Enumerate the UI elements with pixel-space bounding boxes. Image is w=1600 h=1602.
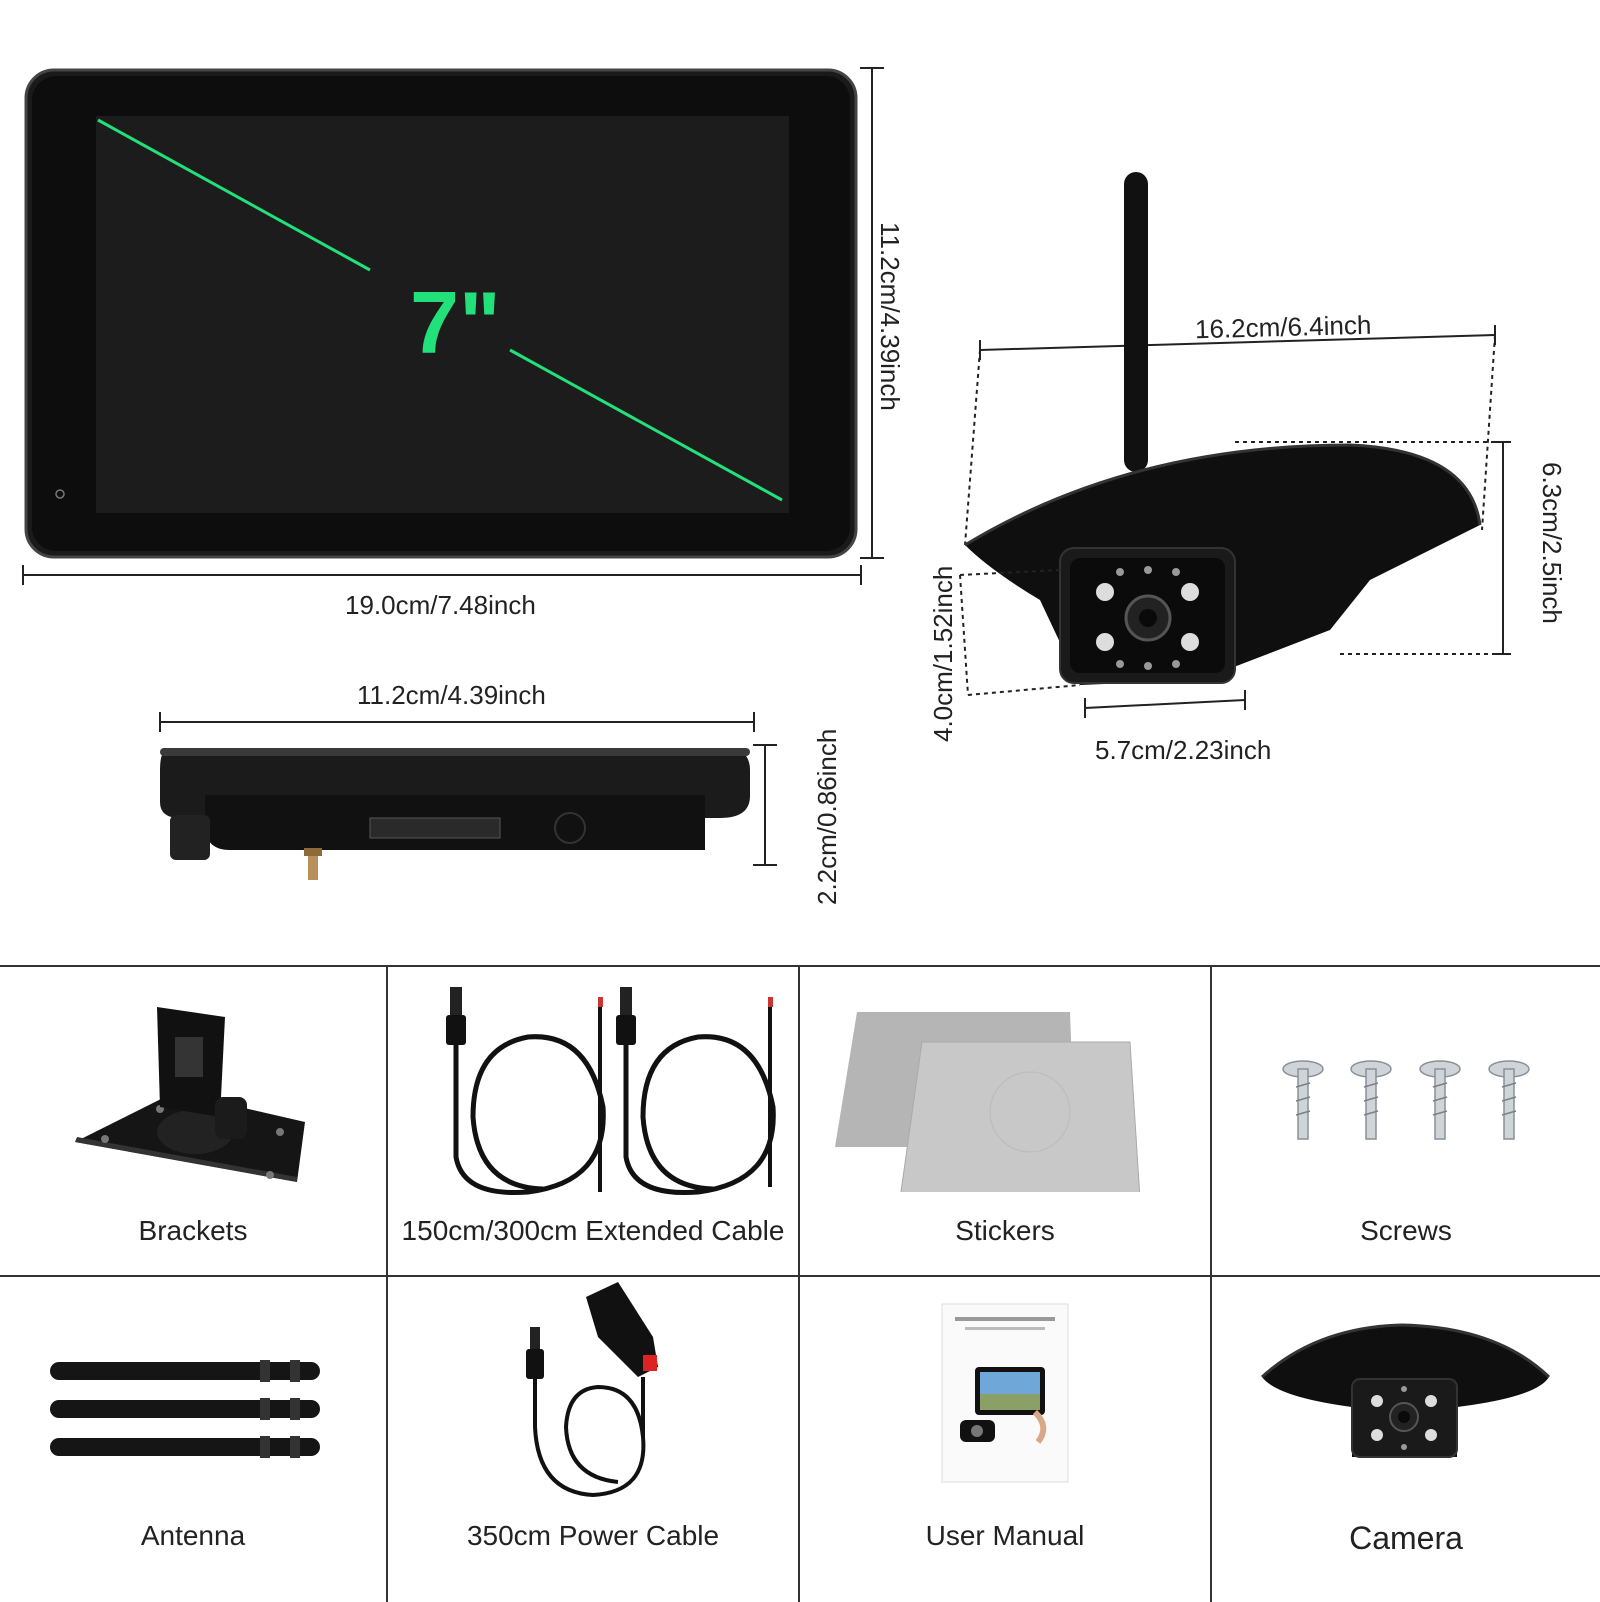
manual-icon [941, 1303, 1069, 1483]
accessory-extended-cable: 150cm/300cm Extended Cable [388, 967, 800, 1275]
monitor-side-image [159, 712, 777, 880]
product-dimensions: 7" 19.0cm/7.48inch 11.2cm/4.39inch 11.2c… [22, 67, 1567, 905]
extension-cable-icon [446, 987, 776, 1196]
accessory-screws: Screws [1212, 967, 1600, 1275]
power-cable-icon [526, 1282, 658, 1498]
monitor-side-width-label: 11.2cm/4.39inch [357, 680, 546, 710]
accessory-label: Brackets [138, 1215, 248, 1246]
monitor-depth-label: 2.2cm/0.86inch [812, 728, 842, 905]
accessory-label: Antenna [140, 1520, 246, 1551]
accessory-label: User Manual [925, 1520, 1085, 1551]
accessory-antenna: Antenna [0, 1277, 388, 1602]
camera-icon [1260, 1323, 1551, 1458]
camera-lens-height-label: 4.0cm/1.52inch [928, 565, 958, 742]
camera-lens-width-label: 5.7cm/2.23inch [1095, 735, 1272, 765]
screw-icon [1282, 1060, 1530, 1140]
camera-width-label: 16.2cm/6.4inch [1194, 309, 1372, 345]
accessory-camera: Camera [1212, 1277, 1600, 1602]
accessories-grid: Brackets 150cm/300cm Extended Cable Stic… [0, 965, 1600, 1602]
grid-row-divider [0, 1275, 1600, 1277]
camera-height-label: 6.3cm/2.5inch [1537, 462, 1567, 624]
monitor-screen-size: 7" [410, 273, 501, 372]
accessory-brackets: Brackets [0, 967, 388, 1275]
accessory-label: Camera [1349, 1520, 1463, 1556]
accessory-label: Stickers [955, 1215, 1055, 1246]
camera-image [959, 172, 1511, 718]
bracket-icon [75, 1007, 305, 1182]
monitor-width-dimension-line [22, 565, 862, 585]
antenna-icon [50, 1360, 320, 1458]
monitor-front-image [24, 67, 884, 559]
monitor-height-label: 11.2cm/4.39inch [875, 222, 905, 411]
accessory-power-cable: 350cm Power Cable [388, 1277, 800, 1602]
accessory-label: Screws [1360, 1215, 1452, 1246]
accessory-label: 350cm Power Cable [466, 1520, 720, 1551]
accessory-stickers: Stickers [800, 967, 1212, 1275]
accessory-user-manual: User Manual [800, 1277, 1212, 1602]
sticker-icon [835, 1012, 1141, 1192]
accessory-label: 150cm/300cm Extended Cable [401, 1215, 785, 1246]
monitor-width-label: 19.0cm/7.48inch [345, 590, 536, 620]
